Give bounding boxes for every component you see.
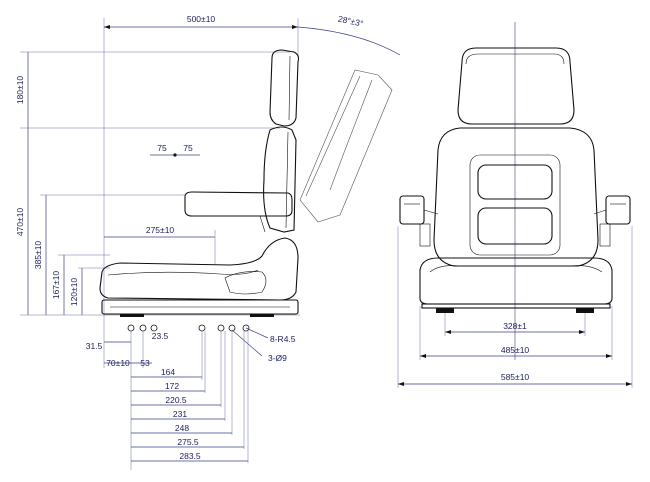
seat-base xyxy=(101,299,299,315)
backrest-front xyxy=(433,127,599,267)
arrow xyxy=(292,25,298,29)
dim-h0: 31.5 xyxy=(86,341,103,351)
seat-cushion-front-seam xyxy=(429,265,603,273)
label-hole-spec: 3-Ø9 xyxy=(268,353,287,363)
dim-seat-height: 385±10 xyxy=(33,241,43,270)
arrow xyxy=(579,330,585,334)
label-slot-spec: 8-R4.5 xyxy=(270,334,296,344)
mount-hole xyxy=(150,324,158,332)
reclined-backrest xyxy=(299,69,393,223)
base-front xyxy=(421,303,611,309)
dim-mount-width: 328±1 xyxy=(503,321,527,331)
armrest-right-bracket xyxy=(599,223,611,247)
dim-width-total: 500±10 xyxy=(187,14,216,24)
dim-backrest-height: 470±10 xyxy=(15,208,25,237)
dim-h7: 231 xyxy=(173,409,187,419)
side-view: 500±10 28°±3° 180±10 470±10 385±10 167±1… xyxy=(15,14,401,470)
dim-h8: 248 xyxy=(175,423,189,433)
dim-h6: 220.5 xyxy=(165,395,187,405)
arrow xyxy=(420,354,426,358)
dim-h10: 283.5 xyxy=(179,451,201,461)
reclined-backrest-detail xyxy=(329,79,373,191)
dim-overall-width: 585±10 xyxy=(501,372,530,382)
backrest-edge xyxy=(285,131,289,229)
seat-cushion-bolster xyxy=(224,271,267,295)
armrest-left-arm xyxy=(423,209,439,215)
backrest-side xyxy=(263,126,297,233)
leader-hole xyxy=(231,329,263,357)
seat-cushion-side xyxy=(99,237,299,301)
dim-headrest-height: 180±10 xyxy=(15,76,25,105)
mount-hole xyxy=(198,324,206,332)
dim-h3: 23.5 xyxy=(152,331,169,341)
center-mark xyxy=(173,153,177,157)
armrest-left-front xyxy=(399,195,425,225)
dim-h2: 53 xyxy=(140,358,150,368)
mount-hole xyxy=(139,324,147,332)
arrow xyxy=(104,25,110,29)
seat-cushion-seam xyxy=(107,269,259,276)
arrow xyxy=(398,382,404,386)
dim-offset-left: 75 xyxy=(157,143,167,153)
armrest-right-arm xyxy=(593,209,607,215)
slider-front-left xyxy=(436,308,454,313)
recline-arc xyxy=(297,26,401,56)
headrest-front-seam xyxy=(465,53,565,65)
dim-offset-right: 75 xyxy=(183,143,193,153)
armrest-support xyxy=(259,215,266,233)
dim-seat-width: 485±10 xyxy=(501,345,530,355)
dim-armrest-height: 167±10 xyxy=(51,271,61,300)
armrest-left-bracket xyxy=(419,223,431,247)
dim-h1: 70±10 xyxy=(106,358,130,368)
dim-h4: 164 xyxy=(161,367,175,377)
reclined-backrest-edge xyxy=(305,75,361,197)
mount-hole xyxy=(217,324,225,332)
slider-foot xyxy=(250,314,274,317)
dim-armrest-depth: 275±10 xyxy=(146,225,175,235)
headrest-side xyxy=(269,49,300,127)
headrest-edge xyxy=(288,55,291,121)
dim-h9: 275.5 xyxy=(177,437,199,447)
mount-hole xyxy=(127,324,135,332)
slider-front-right xyxy=(576,308,594,313)
arrow xyxy=(626,382,632,386)
armrest-side xyxy=(184,191,293,217)
backrest-pad-upper xyxy=(477,164,553,200)
front-view: 328±1 485±10 585±10 xyxy=(397,22,633,388)
seat-cushion-front xyxy=(419,257,613,305)
backrest-panel xyxy=(469,154,561,256)
dim-cushion-height: 120±10 xyxy=(69,278,79,307)
armrest-right-front xyxy=(605,195,631,225)
arrow xyxy=(445,330,451,334)
dim-recline-angle: 28°±3° xyxy=(337,14,364,29)
headrest-front xyxy=(457,47,575,125)
arrow xyxy=(606,354,612,358)
backrest-pad-lower xyxy=(477,207,553,245)
slider-foot xyxy=(120,314,144,317)
dim-h5: 172 xyxy=(165,381,179,391)
leader-slot xyxy=(245,327,269,339)
